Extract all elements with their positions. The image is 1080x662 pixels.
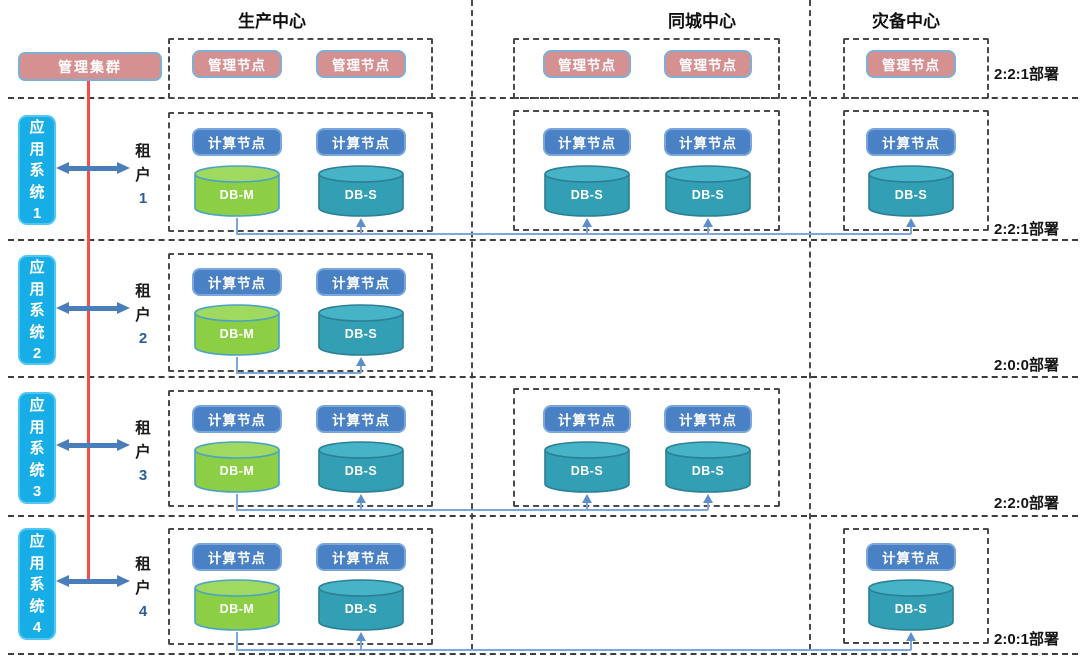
column-separator-1	[471, 0, 473, 650]
db-slave-cylinder: DB-S	[664, 440, 752, 494]
db-label: DB-S	[344, 464, 378, 478]
compute-node: 计算节点	[664, 128, 752, 156]
tenant-label: 租户	[135, 420, 151, 462]
db-master-cylinder: DB-M	[193, 440, 281, 494]
compute-node: 计算节点	[192, 405, 282, 433]
row-separator-tenant1	[8, 239, 1078, 241]
db-slave-cylinder: DB-S	[543, 164, 631, 218]
row-separator-tenant2	[8, 376, 1078, 378]
db-label: DB-S	[894, 602, 928, 616]
tenant-num: 4	[138, 603, 148, 621]
db-slave-cylinder: DB-S	[543, 440, 631, 494]
cell-t4-dr	[843, 528, 989, 644]
app-system-label: 应用系统	[29, 258, 45, 341]
db-slave-cylinder: DB-S	[317, 440, 405, 494]
deployment-label-tenant4: 2:0:1部署	[994, 631, 1060, 648]
compute-node: 计算节点	[316, 128, 406, 156]
compute-node: 计算节点	[316, 543, 406, 571]
db-slave-cylinder: DB-S	[317, 164, 405, 218]
tenant-num: 1	[138, 190, 148, 208]
tenant-label: 租户	[135, 143, 151, 185]
db-label: DB-S	[691, 464, 725, 478]
app-system-label: 应用系统	[29, 396, 45, 479]
column-separator-2	[809, 0, 811, 650]
cell-t1-dr	[843, 110, 989, 231]
deployment-label-tenant3: 2:2:0部署	[994, 495, 1060, 512]
app-system-num: 4	[32, 618, 42, 636]
compute-node: 计算节点	[192, 543, 282, 571]
mgmt-node: 管理节点	[866, 50, 956, 78]
mgmt-node: 管理节点	[543, 50, 631, 78]
db-slave-cylinder: DB-S	[317, 303, 405, 357]
db-label: DB-M	[219, 602, 255, 616]
tenant-4-label: 租户 4	[130, 553, 156, 622]
cell-mgmt-metro	[513, 38, 780, 99]
app-system-label: 应用系统	[29, 532, 45, 615]
tenant-label: 租户	[135, 283, 151, 325]
db-slave-cylinder: DB-S	[867, 578, 955, 632]
db-slave-cylinder: DB-S	[317, 578, 405, 632]
tenant-label: 租户	[135, 556, 151, 598]
app-system-2: 应用系统 2	[18, 255, 56, 365]
tenant4-link-arrow	[56, 575, 130, 587]
mgmt-node: 管理节点	[664, 50, 752, 78]
header-dr-center: 灾备中心	[872, 12, 940, 31]
tenant-num: 2	[138, 330, 148, 348]
compute-node: 计算节点	[316, 405, 406, 433]
compute-node: 计算节点	[866, 128, 956, 156]
compute-node: 计算节点	[543, 405, 631, 433]
db-label: DB-M	[219, 188, 255, 202]
deployment-label-tenant1: 2:2:1部署	[994, 221, 1060, 238]
db-master-cylinder: DB-M	[193, 578, 281, 632]
tenant-1-label: 租户 1	[130, 140, 156, 209]
row-separator-bottom	[8, 653, 1078, 655]
app-system-label: 应用系统	[29, 118, 45, 201]
db-label: DB-S	[344, 188, 378, 202]
app-system-1: 应用系统 1	[18, 115, 56, 225]
compute-node: 计算节点	[316, 268, 406, 296]
db-label: DB-S	[894, 188, 928, 202]
compute-node: 计算节点	[866, 543, 956, 571]
deployment-label-tenant2: 2:0:0部署	[994, 357, 1060, 374]
app-link-line	[87, 81, 90, 582]
header-production-center: 生产中心	[238, 12, 306, 31]
tenant-3-label: 租户 3	[130, 417, 156, 486]
db-label: DB-S	[344, 327, 378, 341]
tenant3-link-arrow	[56, 439, 130, 451]
tenant1-link-arrow	[56, 162, 130, 174]
header-metro-center: 同城中心	[668, 12, 736, 31]
db-label: DB-S	[570, 188, 604, 202]
app-system-num: 1	[32, 204, 42, 222]
compute-node: 计算节点	[543, 128, 631, 156]
tenant-2-label: 租户 2	[130, 280, 156, 349]
db-slave-cylinder: DB-S	[867, 164, 955, 218]
db-label: DB-S	[344, 602, 378, 616]
app-system-4: 应用系统 4	[18, 528, 56, 640]
tenant2-link-arrow	[56, 302, 130, 314]
mgmt-node: 管理节点	[316, 50, 406, 78]
db-label: DB-S	[691, 188, 725, 202]
mgmt-node: 管理节点	[192, 50, 282, 78]
management-cluster-box: 管理集群	[18, 52, 162, 81]
compute-node: 计算节点	[192, 128, 282, 156]
cell-mgmt-dr	[843, 38, 989, 99]
app-system-3: 应用系统 3	[18, 392, 56, 504]
db-master-cylinder: DB-M	[193, 164, 281, 218]
db-master-cylinder: DB-M	[193, 303, 281, 357]
db-label: DB-S	[570, 464, 604, 478]
db-label: DB-M	[219, 464, 255, 478]
deployment-label-management: 2:2:1部署	[994, 66, 1060, 83]
tenant-num: 3	[138, 467, 148, 485]
cell-mgmt-production	[168, 38, 433, 99]
app-system-num: 2	[32, 344, 42, 362]
app-system-num: 3	[32, 482, 42, 500]
db-slave-cylinder: DB-S	[664, 164, 752, 218]
row-separator-tenant3	[8, 515, 1078, 517]
compute-node: 计算节点	[664, 405, 752, 433]
db-label: DB-M	[219, 327, 255, 341]
compute-node: 计算节点	[192, 268, 282, 296]
